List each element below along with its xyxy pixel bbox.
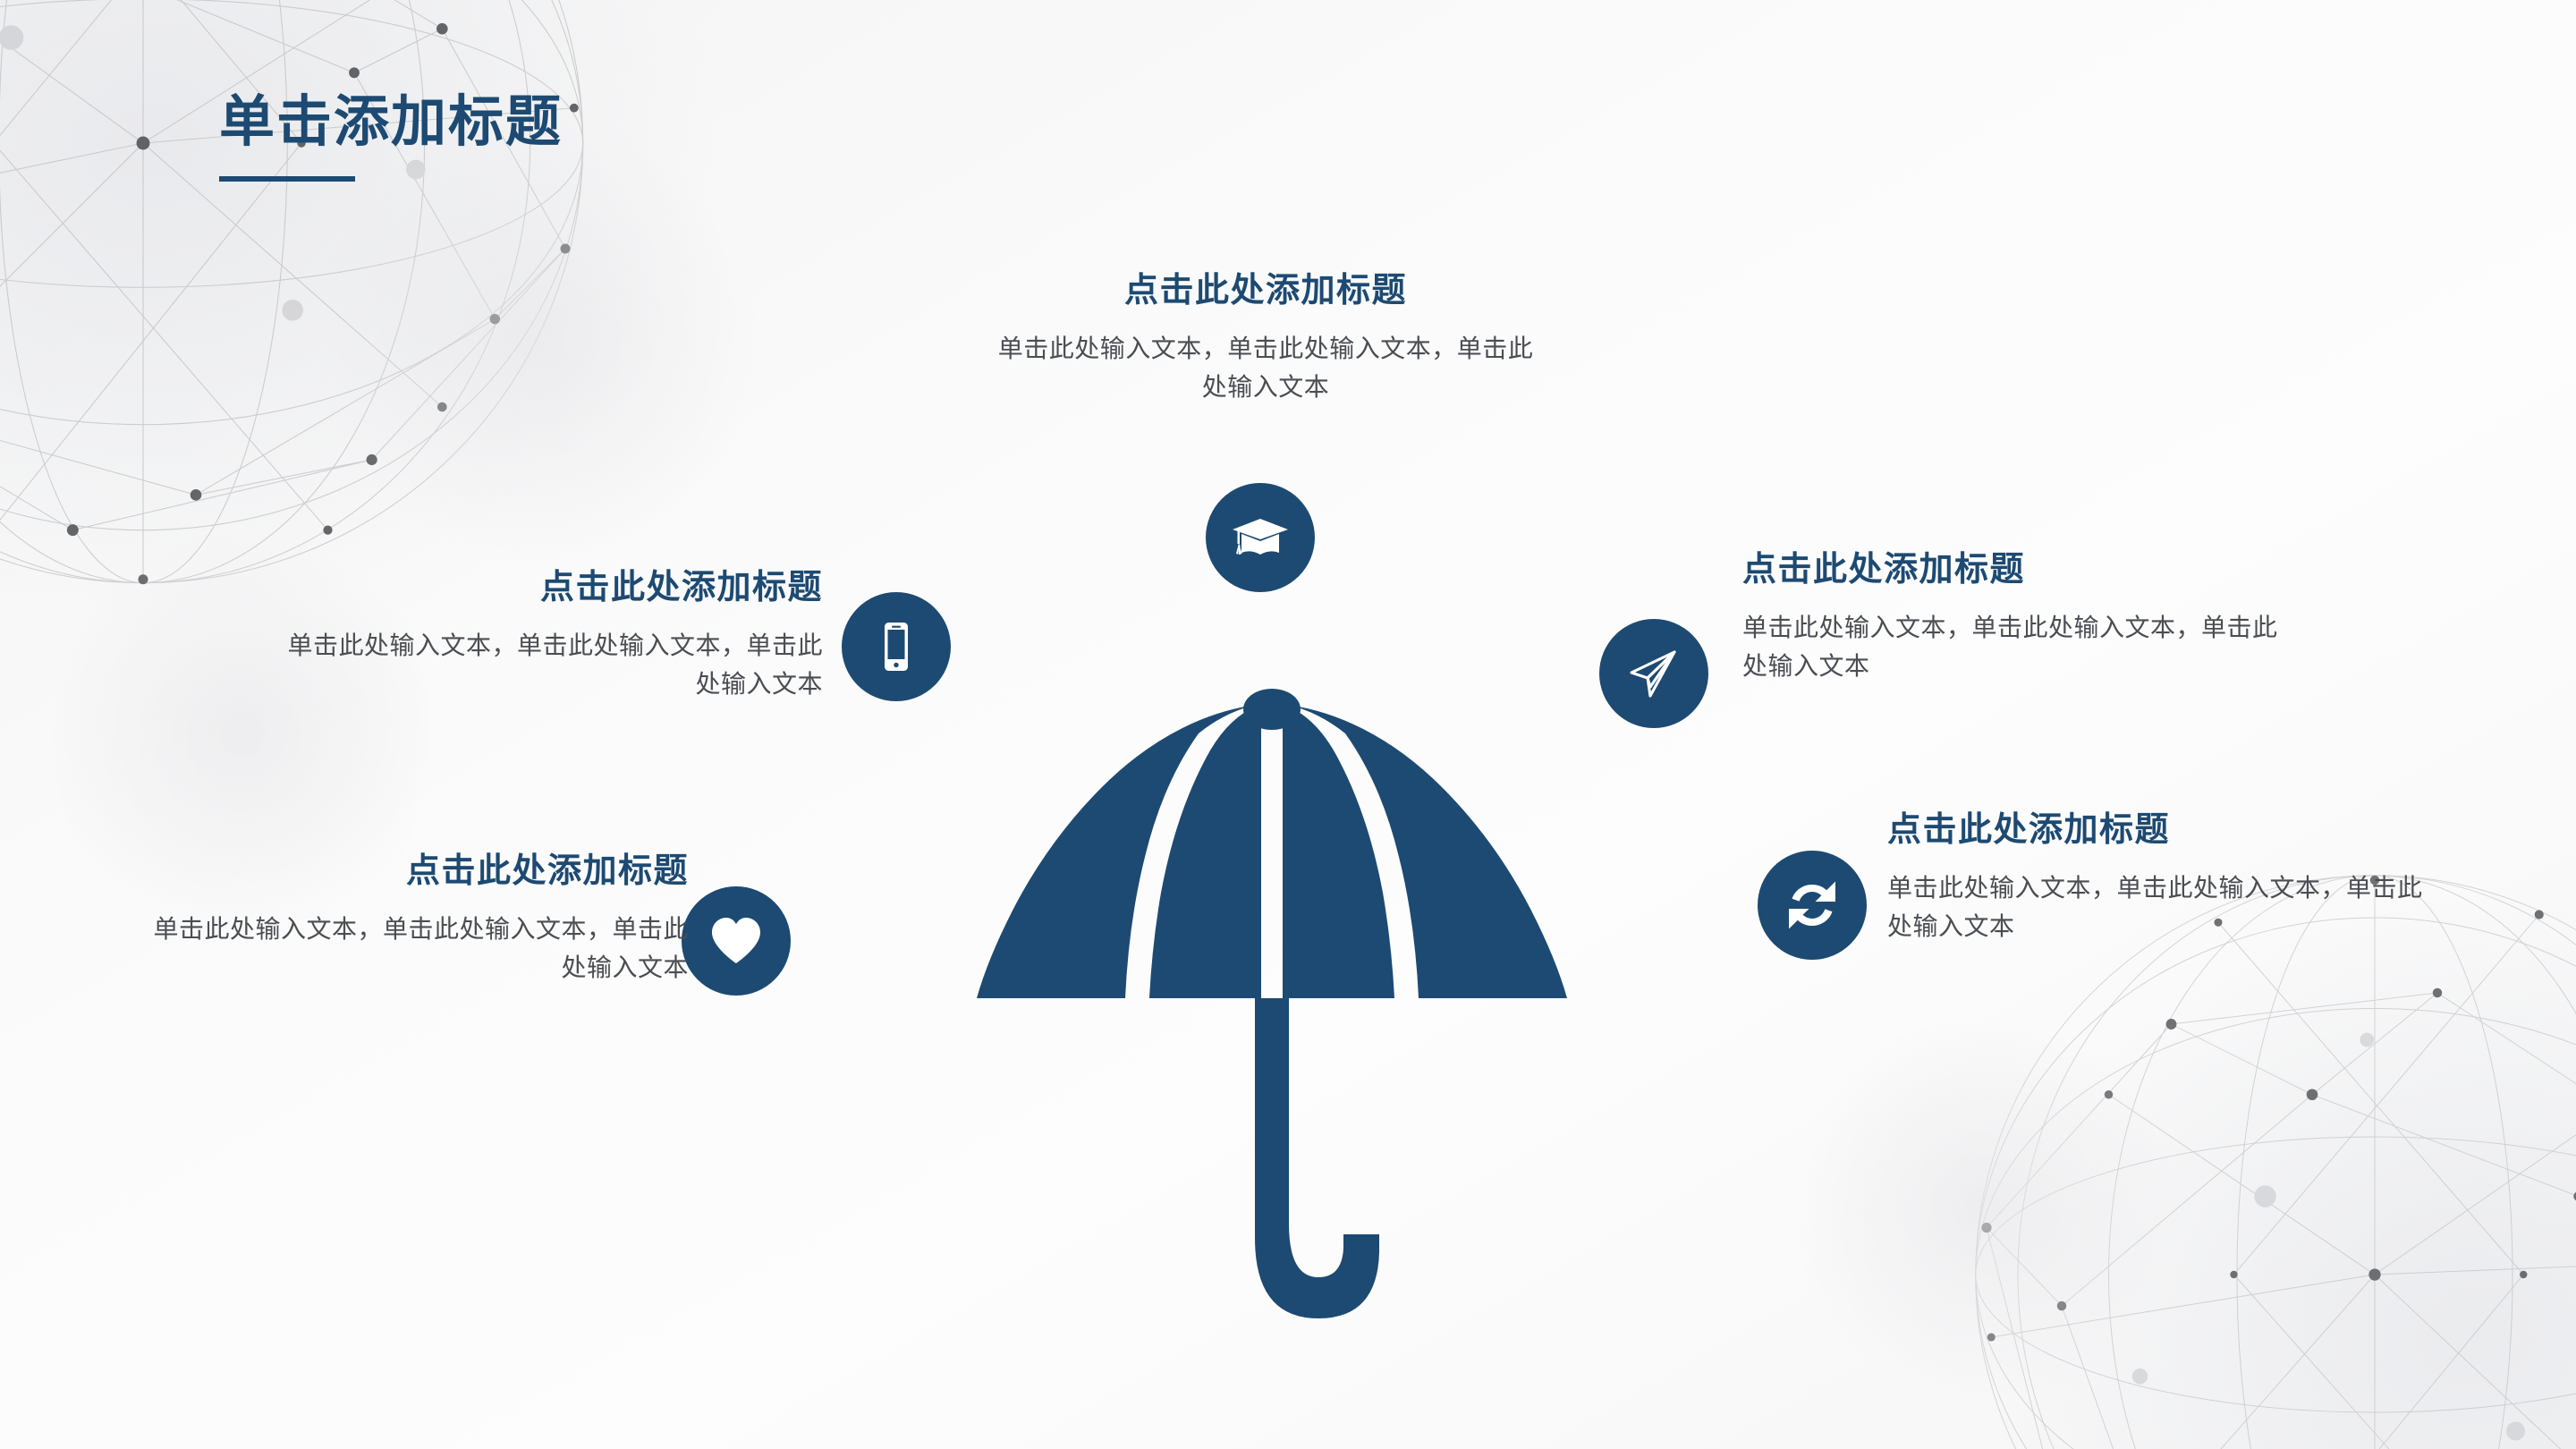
block-title: 点击此处添加标题 xyxy=(1123,272,1407,309)
block-body: 单击此处输入文本，单击此处输入文本，单击此处输入文本 xyxy=(997,333,1534,402)
text-block-left-upper: 点击此处添加标题 单击此处输入文本，单击此处输入文本，单击此处输入文本 xyxy=(268,567,823,703)
block-title: 点击此处添加标题 xyxy=(405,852,689,890)
smartphone-icon-badge[interactable] xyxy=(842,592,951,701)
refresh-sync-icon-badge[interactable] xyxy=(1758,851,1867,960)
page-title: 单击添加标题 xyxy=(219,91,564,153)
smartphone-icon xyxy=(885,623,908,671)
block-body: 单击此处输入文本，单击此处输入文本，单击此处输入文本 xyxy=(1887,872,2423,941)
block-title: 点击此处添加标题 xyxy=(1887,811,2171,849)
paper-plane-icon-badge[interactable] xyxy=(1599,619,1708,728)
heart-icon xyxy=(712,918,760,963)
block-body: 单击此处输入文本，单击此处输入文本，单击此处输入文本 xyxy=(153,913,689,982)
umbrella-icon xyxy=(977,689,1567,1318)
text-block-right-lower: 点击此处添加标题 单击此处输入文本，单击此处输入文本，单击此处输入文本 xyxy=(1887,809,2442,945)
block-body: 单击此处输入文本，单击此处输入文本，单击此处输入文本 xyxy=(287,630,823,699)
text-block-right-upper: 点击此处添加标题 单击此处输入文本，单击此处输入文本，单击此处输入文本 xyxy=(1742,549,2297,685)
text-block-left-lower: 点击此处添加标题 单击此处输入文本，单击此处输入文本，单击此处输入文本 xyxy=(134,851,689,987)
refresh-sync-icon xyxy=(1789,881,1835,929)
graduation-cap-icon-badge[interactable] xyxy=(1206,483,1315,592)
title-underline-rule xyxy=(219,176,355,182)
heart-icon-badge[interactable] xyxy=(682,886,791,996)
paper-plane-icon xyxy=(1630,650,1676,698)
title-block: 单击添加标题 xyxy=(219,93,563,182)
graduation-cap-icon xyxy=(1233,519,1288,555)
text-block-top-center: 点击此处添加标题 单击此处输入文本，单击此处输入文本，单击此处输入文本 xyxy=(997,270,1534,406)
background-smudge xyxy=(1771,1020,2200,1395)
block-body: 单击此处输入文本，单击此处输入文本，单击此处输入文本 xyxy=(1742,612,2278,681)
block-title: 点击此处添加标题 xyxy=(1742,551,2026,589)
block-title: 点击此处添加标题 xyxy=(539,569,823,606)
